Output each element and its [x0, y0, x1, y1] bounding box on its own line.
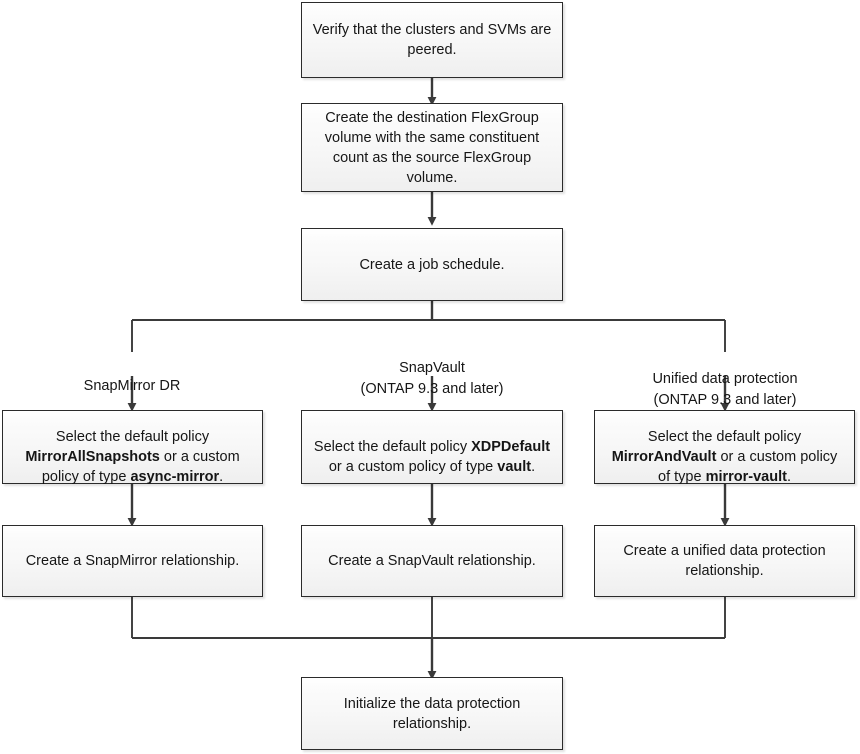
policy-snapmirror-name: MirrorAllSnapshots: [25, 449, 160, 465]
policy-unified-pre: Select the default policy: [647, 429, 802, 445]
node-create-unified-relationship-label: Create a unified data protection relatio…: [623, 543, 826, 579]
node-create-snapmirror-relationship[interactable]: Create a SnapMirror relationship.: [2, 525, 263, 597]
policy-snapvault-pre: Select the default policy: [313, 439, 472, 455]
policy-snapmirror-post: .: [219, 469, 224, 485]
policy-snapmirror-mid: or a custom policy of type: [41, 449, 240, 485]
branch-label-unified-data-protection: Unified data protection (ONTAP 9.3 and l…: [615, 349, 835, 410]
policy-snapmirror-pre: Select the default policy: [55, 429, 210, 445]
branch-label-snapvault-text: SnapVault (ONTAP 9.3 and later): [360, 360, 504, 397]
policy-unified-mid: or a custom policy of type: [658, 449, 838, 485]
node-policy-snapvault-label: Select the default policy XDPDefault or …: [311, 417, 553, 477]
node-create-job-schedule-label: Create a job schedule.: [359, 256, 505, 273]
policy-unified-type: mirror-vault: [705, 469, 787, 485]
node-create-snapmirror-relationship-label: Create a SnapMirror relationship.: [25, 553, 240, 569]
node-create-snapvault-relationship[interactable]: Create a SnapVault relationship.: [301, 525, 563, 597]
branch-label-snapmirror-dr-text: SnapMirror DR: [83, 378, 181, 395]
node-create-job-schedule[interactable]: Create a job schedule.: [301, 228, 563, 301]
node-policy-snapvault[interactable]: Select the default policy XDPDefault or …: [301, 410, 563, 484]
policy-unified-post: .: [786, 469, 791, 485]
policy-unified-name: MirrorAndVault: [611, 449, 717, 465]
branch-label-unified-data-protection-text: Unified data protection (ONTAP 9.3 and l…: [652, 371, 798, 408]
node-create-unified-relationship[interactable]: Create a unified data protection relatio…: [594, 525, 855, 597]
node-policy-snapmirror-label: Select the default policy MirrorAllSnaps…: [12, 407, 253, 487]
node-policy-snapmirror[interactable]: Select the default policy MirrorAllSnaps…: [2, 407, 263, 487]
node-create-destination-flexgroup[interactable]: Create the destination FlexGroup volume …: [301, 103, 563, 192]
branch-label-snapvault: SnapVault (ONTAP 9.3 and later): [332, 338, 532, 399]
node-initialize-relationship[interactable]: Initialize the data protection relations…: [301, 677, 563, 750]
policy-snapmirror-type: async-mirror: [130, 469, 220, 485]
policy-snapvault-post: .: [531, 459, 536, 475]
policy-snapvault-type: vault: [497, 459, 532, 475]
node-verify-peered-label: Verify that the clusters and SVMs are pe…: [312, 22, 552, 58]
node-verify-peered[interactable]: Verify that the clusters and SVMs are pe…: [301, 2, 563, 78]
node-initialize-relationship-label: Initialize the data protection relations…: [343, 695, 521, 732]
policy-snapvault-name: XDPDefault: [471, 439, 551, 455]
branch-label-snapmirror-dr: SnapMirror DR: [32, 356, 232, 397]
node-policy-unified-label: Select the default policy MirrorAndVault…: [604, 407, 845, 487]
node-create-snapvault-relationship-label: Create a SnapVault relationship.: [328, 553, 536, 569]
node-create-destination-flexgroup-label: Create the destination FlexGroup volume …: [324, 109, 540, 186]
policy-snapvault-mid: or a custom policy of type: [328, 459, 498, 475]
node-policy-unified[interactable]: Select the default policy MirrorAndVault…: [594, 407, 855, 487]
